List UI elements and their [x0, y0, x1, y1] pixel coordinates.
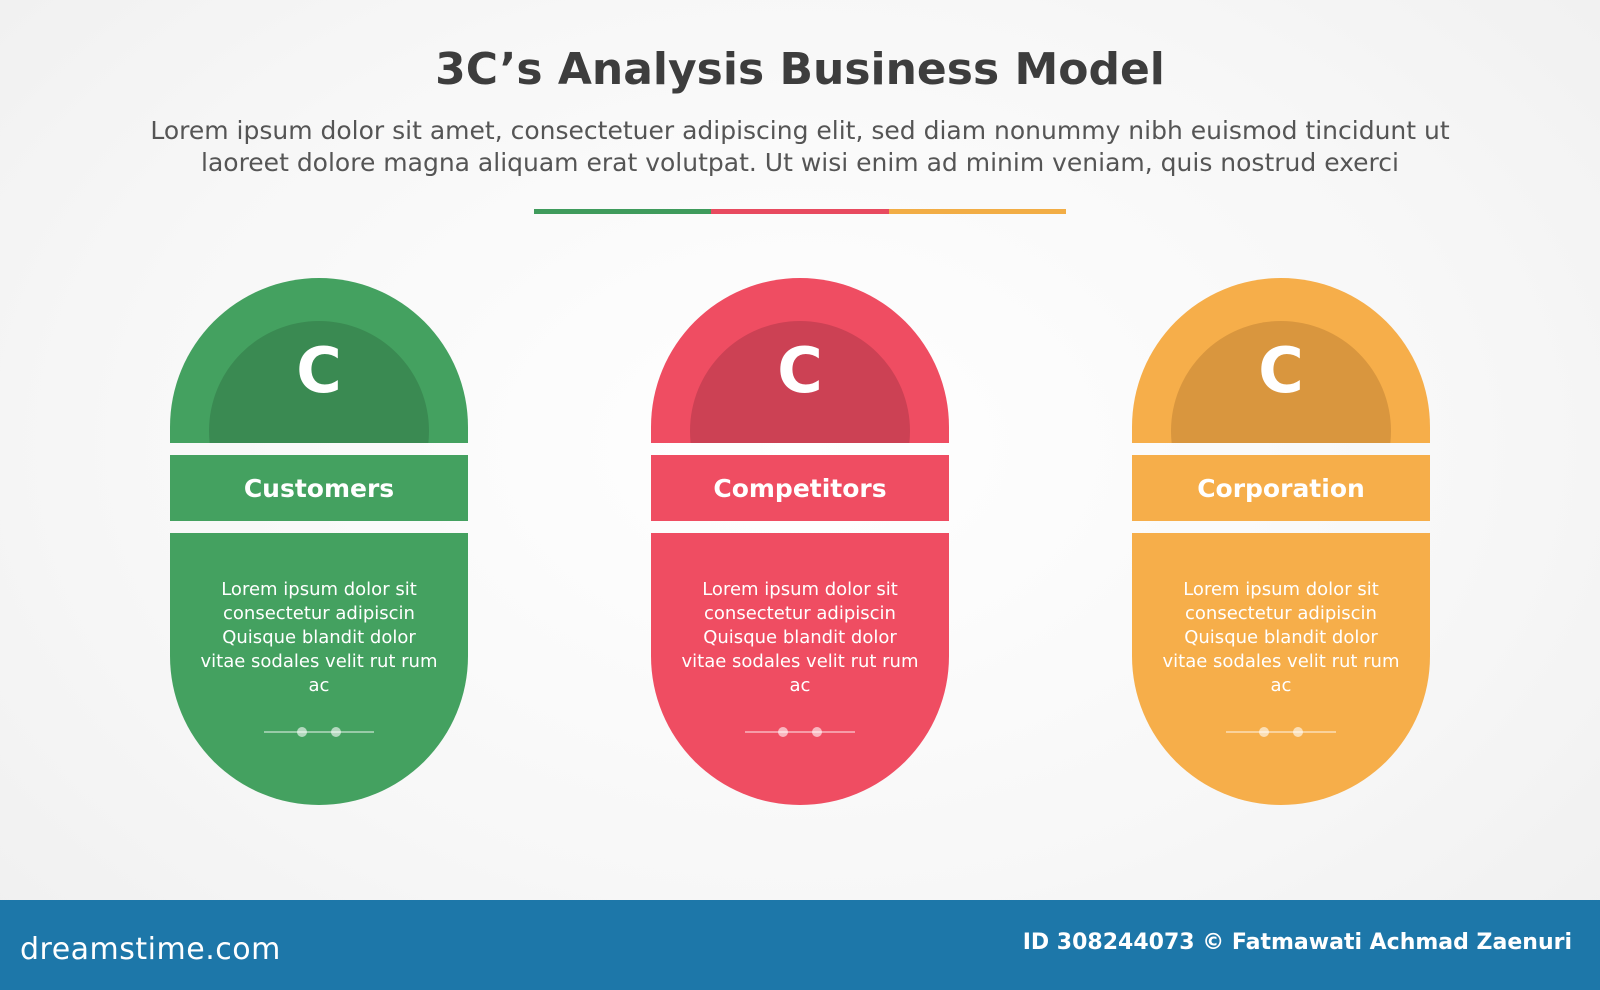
- card-body-text: Lorem ipsum dolor sit consectetur adipis…: [1162, 579, 1400, 696]
- accent-segment-green: [534, 209, 712, 214]
- footer-logo: dreamstime.com: [20, 932, 281, 967]
- card-label: Competitors: [651, 455, 949, 521]
- card-letter: C: [1258, 334, 1304, 407]
- subtitle-line-2: laoreet dolore magna aliquam erat volutp…: [201, 148, 1399, 177]
- card-top: C: [651, 278, 949, 443]
- card-body-text: Lorem ipsum dolor sit consectetur adipis…: [681, 579, 919, 696]
- card-bottom: [170, 533, 468, 805]
- subtitle: Lorem ipsum dolor sit amet, consectetuer…: [100, 115, 1500, 179]
- card-letter: C: [296, 334, 342, 407]
- card-competitors: C Competitors Lorem ipsum dolor sit cons…: [651, 278, 949, 805]
- accent-segment-red: [711, 209, 889, 214]
- card-customers: C Customers Lorem ipsum dolor sit consec…: [170, 278, 468, 805]
- card-body-text: Lorem ipsum dolor sit consectetur adipis…: [200, 579, 438, 696]
- dots-divider-icon: [745, 727, 855, 737]
- accent-divider: [534, 209, 1066, 214]
- accent-segment-orange: [888, 209, 1066, 214]
- page-title: 3C’s Analysis Business Model: [435, 44, 1165, 95]
- dots-divider-icon: [1226, 727, 1336, 737]
- dots-divider-icon: [264, 727, 374, 737]
- card-top: C: [170, 278, 468, 443]
- card-corporation: C Corporation Lorem ipsum dolor sit cons…: [1132, 278, 1430, 805]
- footer-credit: ID 308244073 © Fatmawati Achmad Zaenuri: [1022, 930, 1572, 955]
- card-letter: C: [777, 334, 823, 407]
- footer-bar: dreamstime.com ID 308244073 © Fatmawati …: [0, 900, 1600, 990]
- card-bottom: [651, 533, 949, 805]
- card-label: Corporation: [1132, 455, 1430, 521]
- card-bottom: [1132, 533, 1430, 805]
- card-label: Customers: [170, 455, 468, 521]
- card-top: C: [1132, 278, 1430, 443]
- subtitle-line-1: Lorem ipsum dolor sit amet, consectetuer…: [150, 116, 1450, 145]
